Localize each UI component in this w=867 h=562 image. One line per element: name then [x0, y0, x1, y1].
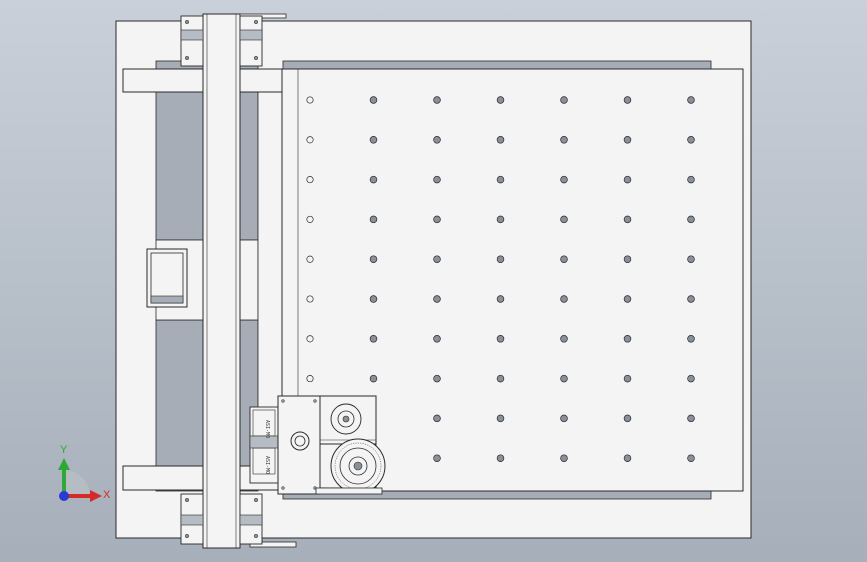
table-hole [623, 215, 632, 224]
table-hole [496, 414, 505, 423]
rail-block-bottom-left[interactable] [180, 493, 204, 545]
table-hole [623, 96, 632, 104]
table-hole [496, 136, 505, 144]
table-hole [433, 215, 441, 224]
table-hole [369, 335, 378, 343]
table-hole [369, 374, 378, 383]
table-hole [369, 255, 378, 263]
table-hole [560, 295, 568, 303]
table-hole [687, 136, 695, 144]
table-hole [369, 96, 378, 104]
triad-xy-arc [64, 470, 90, 496]
rail-block-bottom-right[interactable] [239, 493, 263, 545]
table-hole [687, 454, 695, 462]
table-hole [306, 335, 314, 343]
table-hole [623, 136, 632, 144]
table-hole [433, 335, 441, 343]
table-hole [623, 335, 632, 343]
side-bracket[interactable] [146, 248, 188, 308]
y-axis-label: Y [60, 444, 68, 456]
table-hole [433, 295, 441, 303]
table-hole [560, 374, 568, 383]
table-hole [306, 96, 314, 104]
table-hole [496, 215, 505, 224]
table-hole [369, 175, 378, 184]
hole-grid [306, 96, 695, 462]
table-hole [496, 335, 505, 343]
table-hole [687, 295, 695, 303]
table-hole [560, 335, 568, 343]
table-hole [623, 175, 632, 184]
table-hole [496, 295, 505, 303]
table-hole [623, 295, 632, 303]
table-hole [369, 136, 378, 144]
table-hole [433, 255, 441, 263]
table-hole [687, 255, 695, 263]
table-hole [306, 255, 314, 263]
table-hole [623, 374, 632, 383]
table-hole [496, 374, 505, 383]
x-axis-label: X [103, 489, 111, 501]
table-hole [306, 375, 314, 383]
table-hole [306, 215, 314, 223]
table-hole [433, 175, 441, 184]
table-hole [687, 374, 695, 383]
table-hole [369, 295, 378, 303]
table-hole [496, 96, 505, 104]
rear-recess-top [282, 60, 712, 70]
table-hole [560, 255, 568, 263]
table-hole [623, 414, 632, 423]
gantry-beam[interactable] [202, 13, 297, 549]
table-hole [433, 96, 441, 104]
table-hole [623, 255, 632, 263]
table-hole [496, 454, 505, 462]
x-axis-arrow-head [90, 490, 102, 502]
motor-label-upper: ASI-MO [264, 420, 270, 438]
table-hole [687, 414, 695, 423]
motor-side-upper [252, 409, 276, 437]
table-hole [623, 454, 632, 462]
table-hole [687, 215, 695, 224]
table-hole [560, 454, 568, 462]
table-hole [306, 295, 314, 303]
table-hole [687, 175, 695, 184]
table-hole [433, 414, 441, 423]
table-hole [433, 374, 441, 383]
y-axis-arrow-head [58, 458, 70, 470]
table-hole [496, 255, 505, 263]
table-hole [687, 96, 695, 104]
motor-side-lower [252, 447, 276, 475]
motor-assembly[interactable]: ASI-MO ASI-MO [249, 395, 386, 495]
table-hole [306, 136, 314, 144]
table-hole [433, 454, 441, 462]
table-hole [496, 175, 505, 184]
rail-block-top-left[interactable] [180, 15, 204, 67]
table-hole [560, 96, 568, 104]
table-hole [306, 176, 314, 184]
table-hole [560, 215, 568, 224]
coordinate-triad: Y X [58, 444, 111, 502]
motor-label-lower: ASI-MO [264, 456, 270, 474]
table-hole [433, 136, 441, 144]
motor-side-band [249, 435, 279, 449]
table-hole [560, 136, 568, 144]
table-hole [560, 414, 568, 423]
rail-block-top-right[interactable] [239, 15, 263, 67]
table-hole [560, 175, 568, 184]
table-hole [687, 335, 695, 343]
z-axis-dot [59, 491, 69, 501]
table-hole [369, 215, 378, 224]
